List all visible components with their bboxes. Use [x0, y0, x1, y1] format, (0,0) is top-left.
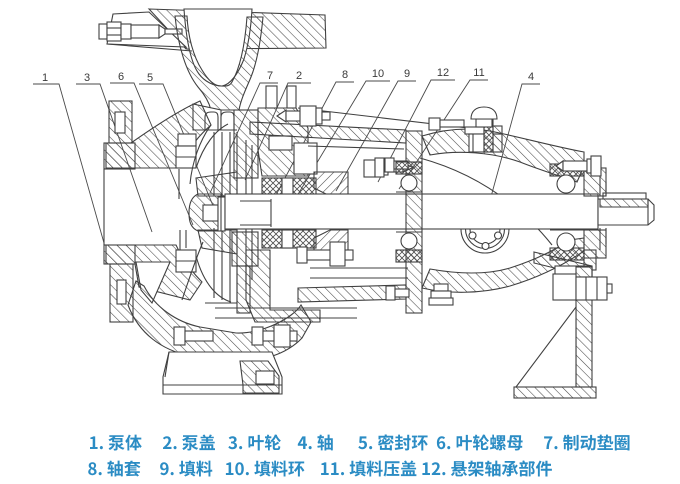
svg-text:11: 11	[473, 67, 484, 79]
svg-text:1: 1	[42, 72, 48, 84]
svg-text:3: 3	[84, 72, 90, 84]
svg-text:10: 10	[372, 68, 384, 80]
svg-text:8: 8	[342, 69, 348, 81]
svg-text:9: 9	[404, 68, 410, 80]
svg-text:5: 5	[147, 72, 153, 84]
svg-text:4: 4	[528, 71, 534, 83]
svg-text:2: 2	[296, 70, 302, 82]
svg-text:12: 12	[437, 67, 449, 79]
svg-text:6: 6	[118, 71, 124, 83]
svg-text:7: 7	[267, 70, 273, 82]
